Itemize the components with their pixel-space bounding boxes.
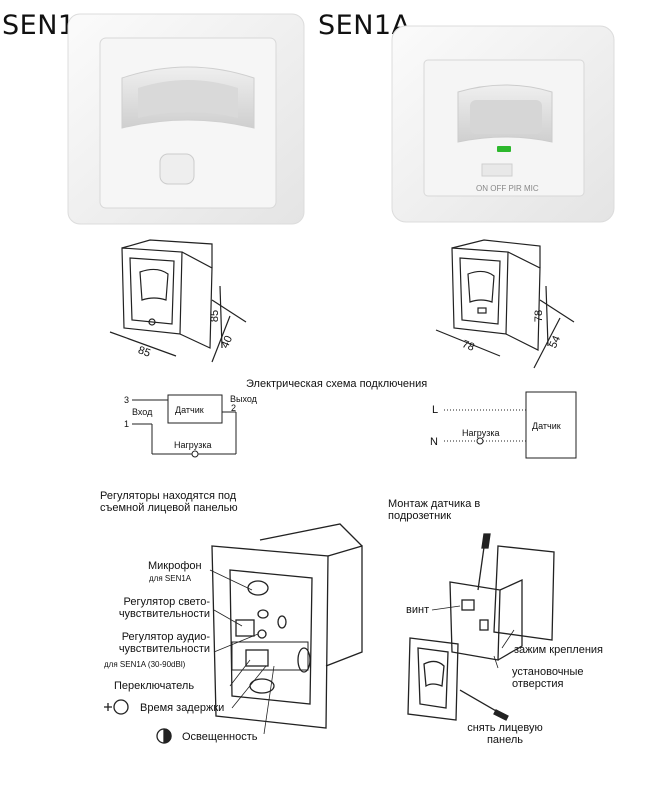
label-audio-regulator: Регулятор аудио- чувствительности <box>118 631 210 655</box>
label-screw: винт <box>406 604 430 616</box>
label-clamp: зажим крепления <box>514 644 603 656</box>
mounting-header: Монтаж датчика в подрозетник <box>388 498 481 522</box>
sen1-dimension-drawing <box>109 239 247 363</box>
mounting-drawing <box>407 533 555 721</box>
label-light: Освещенность <box>182 731 258 743</box>
schematic-N: N <box>430 436 438 448</box>
schematic-output: Выход <box>230 394 257 404</box>
schematic-L: L <box>432 404 439 416</box>
schematic-load-right: Нагрузка <box>462 428 500 438</box>
label-audio-sub: для SEN1A (30-90dBl) <box>104 660 186 669</box>
schematic-load-left: Нагрузка <box>174 440 212 450</box>
schematic-input: Вход <box>132 407 153 417</box>
sen1-photo <box>67 13 305 225</box>
sen1a-dimension-drawing <box>435 239 575 369</box>
regulators-header: Регуляторы находятся под съемной лицевой… <box>100 490 238 514</box>
schematic-pin2: 2 <box>231 403 237 413</box>
label-mic-sub: для SEN1A <box>149 574 192 583</box>
schematic-sensor-left: Датчик <box>175 405 204 415</box>
regulators-drawing <box>104 523 363 744</box>
label-light-regulator: Регулятор свето- чувствительности <box>118 596 210 620</box>
dim-right-height: 78 <box>533 309 546 323</box>
label-switch: Переключатель <box>114 680 195 692</box>
dim-left-height: 85 <box>209 309 222 323</box>
schematic-right <box>444 391 577 459</box>
sen1a-photo <box>391 25 615 223</box>
switch-label: ON OFF PIR MIC <box>476 184 539 193</box>
title-sen1: SEN1 <box>2 10 76 41</box>
schematic-title: Электрическая схема подключения <box>246 378 428 390</box>
label-mic: Микрофон <box>148 560 202 572</box>
schematic-left <box>132 394 237 458</box>
label-holes: установочные отверстия <box>512 666 584 690</box>
label-delay: Время задержки <box>140 702 225 714</box>
schematic-pin3: 3 <box>124 395 130 405</box>
schematic-sensor-right: Датчик <box>532 421 561 431</box>
schematic-pin1: 1 <box>124 419 130 429</box>
label-remove-panel: снять лицевую панель <box>467 722 543 746</box>
